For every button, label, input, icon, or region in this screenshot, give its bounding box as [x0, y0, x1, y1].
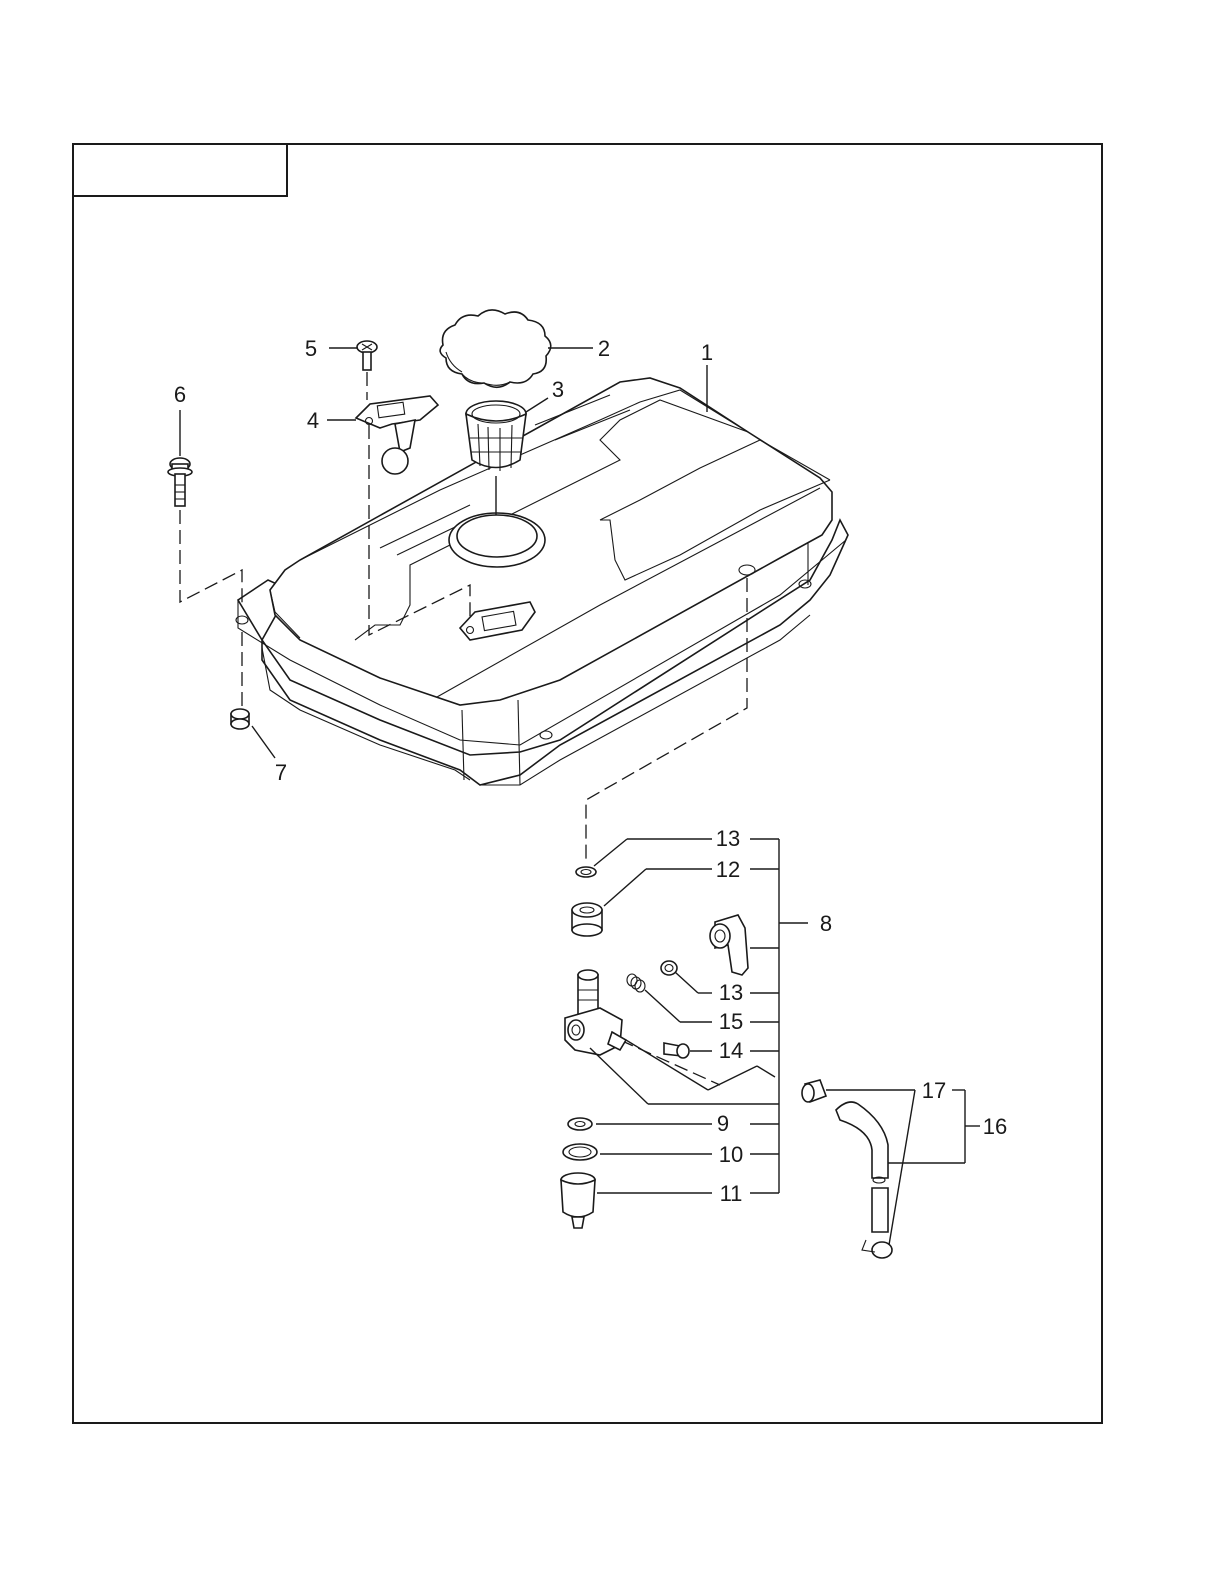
flange-bolt	[168, 458, 192, 506]
callout-17: 17	[922, 1078, 946, 1103]
callout-11: 11	[720, 1181, 743, 1206]
callout-9: 9	[717, 1111, 729, 1136]
callout-15: 15	[719, 1009, 743, 1034]
callout-8: 8	[820, 911, 832, 936]
callout-5: 5	[305, 336, 317, 361]
fuel-strainer	[466, 401, 526, 471]
screw	[357, 341, 377, 370]
fuel-hose-assembly	[802, 1080, 892, 1258]
callout-13-top: 13	[716, 826, 740, 851]
bracket	[356, 396, 438, 474]
callout-7: 7	[275, 760, 287, 785]
callout-2: 2	[598, 336, 610, 361]
callout-16: 16	[983, 1114, 1007, 1139]
fuel-tank	[236, 378, 848, 785]
callout-12: 12	[716, 857, 740, 882]
callout-1: 1	[701, 340, 713, 365]
callout-10: 10	[719, 1142, 743, 1167]
callout-14: 14	[719, 1038, 743, 1063]
callout-3: 3	[552, 377, 564, 402]
callout-13-bottom: 13	[719, 980, 743, 1005]
callout-4: 4	[307, 408, 319, 433]
callout-6: 6	[174, 382, 186, 407]
fuel-cap	[440, 310, 551, 387]
rubber-washer	[231, 709, 249, 729]
